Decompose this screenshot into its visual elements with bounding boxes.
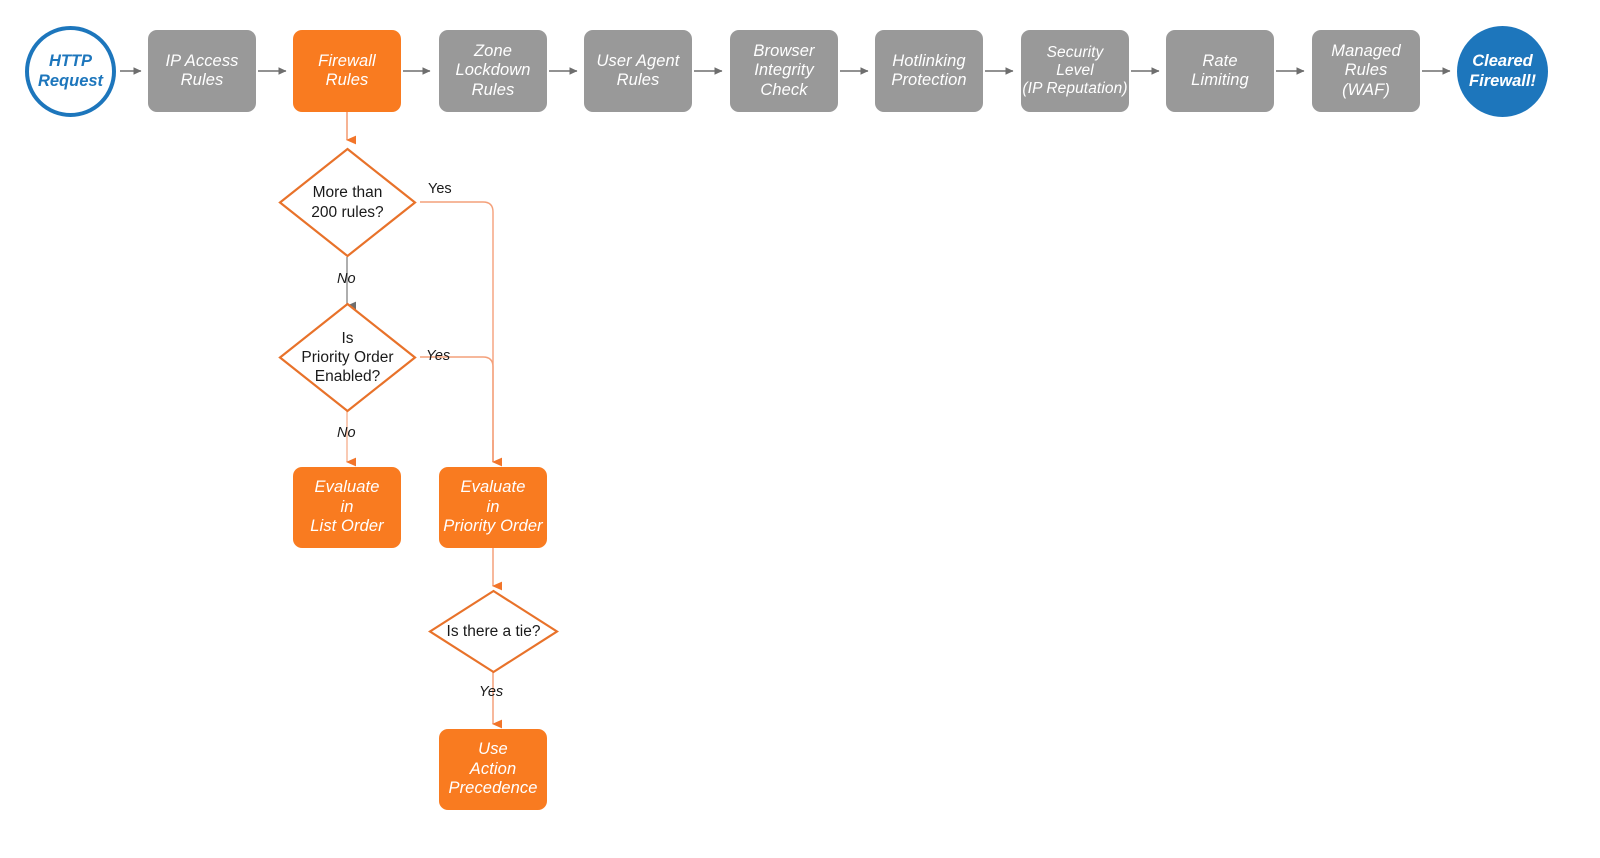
- node-label: Zone Lockdown Rules: [455, 41, 531, 99]
- decision-is-there-a-tie[interactable]: Is there a tie?: [428, 589, 559, 674]
- node-use-action-precedence[interactable]: Use Action Precedence: [439, 729, 547, 810]
- decision-more-than-200-rules[interactable]: More than 200 rules?: [278, 147, 417, 258]
- node-label: Firewall Rules: [318, 51, 376, 89]
- edge-label-rules-no: No: [337, 271, 356, 287]
- node-browser-integrity-check[interactable]: Browser Integrity Check: [730, 30, 838, 112]
- node-label: Use Action Precedence: [448, 740, 538, 798]
- edge-label-rules-yes: Yes: [428, 181, 452, 197]
- node-firewall-rules[interactable]: Firewall Rules: [293, 30, 401, 112]
- node-hotlinking-protection[interactable]: Hotlinking Protection: [875, 30, 983, 112]
- node-managed-rules-waf[interactable]: Managed Rules (WAF): [1312, 30, 1420, 112]
- decision-label: More than 200 rules?: [311, 184, 384, 221]
- node-label: HTTP Request: [37, 51, 104, 90]
- node-label: Security Level (IP Reputation): [1022, 43, 1128, 98]
- diamond-shape: [428, 589, 559, 674]
- node-ip-access-rules[interactable]: IP Access Rules: [148, 30, 256, 112]
- node-label: Managed Rules (WAF): [1331, 41, 1401, 99]
- node-security-level[interactable]: Security Level (IP Reputation): [1021, 30, 1129, 112]
- node-label: Browser Integrity Check: [753, 41, 815, 99]
- node-evaluate-in-priority-order[interactable]: Evaluate in Priority Order: [439, 467, 547, 548]
- edge-label-priority-yes: Yes: [426, 348, 451, 364]
- node-evaluate-in-list-order[interactable]: Evaluate in List Order: [293, 467, 401, 548]
- node-rate-limiting[interactable]: Rate Limiting: [1166, 30, 1274, 112]
- node-cleared-firewall[interactable]: Cleared Firewall!: [1457, 26, 1548, 117]
- node-label: User Agent Rules: [596, 51, 680, 89]
- node-label: Evaluate in Priority Order: [443, 478, 543, 536]
- node-label: IP Access Rules: [165, 51, 239, 89]
- diamond-shape: [278, 147, 417, 258]
- decision-label: Is Priority Order Enabled?: [301, 329, 394, 386]
- node-zone-lockdown-rules[interactable]: Zone Lockdown Rules: [439, 30, 547, 112]
- decision-label: Is there a tie?: [446, 622, 541, 640]
- node-label: Evaluate in List Order: [310, 478, 384, 536]
- node-user-agent-rules[interactable]: User Agent Rules: [584, 30, 692, 112]
- node-http-request[interactable]: HTTP Request: [25, 26, 116, 117]
- node-label: Rate Limiting: [1191, 51, 1249, 89]
- node-label: Cleared Firewall!: [1469, 51, 1536, 90]
- edge-label-tie-yes: Yes: [479, 684, 504, 700]
- edge-label-priority-no: No: [337, 425, 356, 441]
- node-label: Hotlinking Protection: [891, 51, 967, 89]
- diamond-shape: [278, 302, 417, 413]
- decision-is-priority-order-enabled[interactable]: Is Priority Order Enabled?: [278, 302, 417, 413]
